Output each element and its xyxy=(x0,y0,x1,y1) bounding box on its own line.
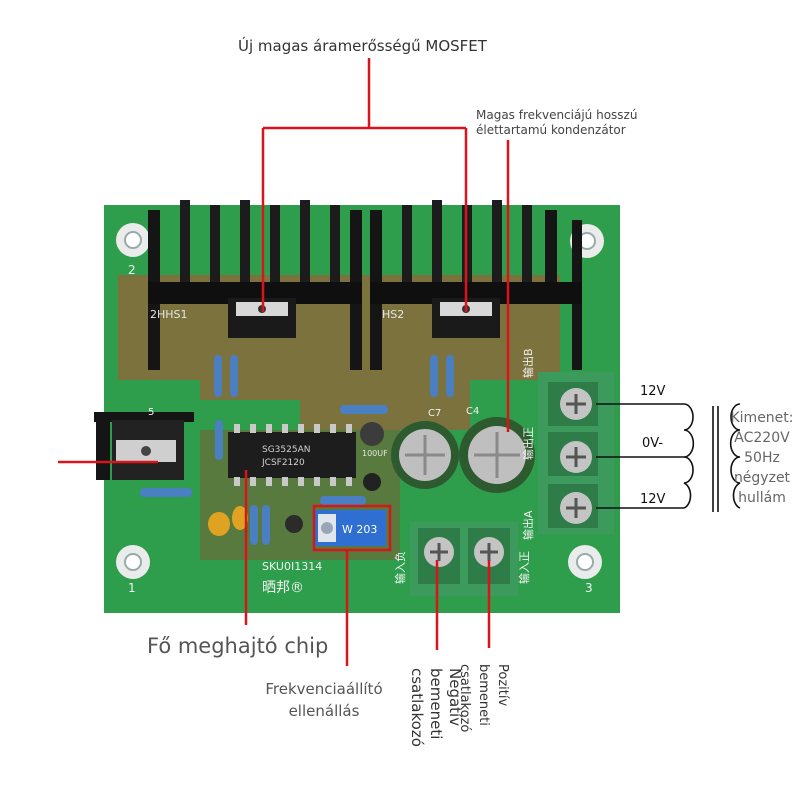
mosfet-right xyxy=(432,298,500,338)
mounting-hole-3 xyxy=(568,545,602,579)
terminal-bottom-voltage: 12V xyxy=(640,492,666,507)
driver-chip-label: Fő meghajtó chip xyxy=(147,634,329,658)
mounting-hole-1 xyxy=(116,545,150,579)
hole-1-label: 1 xyxy=(128,581,136,595)
terminal-top-voltage: 12V xyxy=(640,384,666,399)
heatsink-1 xyxy=(148,200,362,370)
output-spec-label: Kimenet: AC220V 50Hz négyzet hullám xyxy=(730,410,794,506)
board-id: SKU0I1314 xyxy=(262,560,322,573)
capacitor-c4 xyxy=(459,417,535,493)
resistors xyxy=(140,355,454,545)
terminal-middle-voltage: 0V- xyxy=(642,436,664,451)
brand-mark: 晒邦® xyxy=(262,580,304,596)
trimmer-label: W 203 xyxy=(342,523,377,536)
output-wiring xyxy=(596,403,741,512)
hs1-label: 2HHS1 xyxy=(150,308,188,321)
pointer-lines xyxy=(58,58,510,666)
input-terminal-block xyxy=(410,522,518,596)
input-pos-label: 输入正 xyxy=(517,551,531,584)
ceramic-capacitors xyxy=(208,506,303,536)
copper-pour-left xyxy=(118,275,380,430)
hole-2-label: 2 xyxy=(128,263,136,277)
chip-marking-1: SG3525AN xyxy=(262,445,310,455)
regulator-heatsink xyxy=(94,412,194,480)
capacitor-label: Magas frekvenciájú hosszú élettartamú ko… xyxy=(476,108,638,137)
freq-resistor-label: Frekvenciaállító ellenállás xyxy=(265,680,383,720)
positive-input-label: Pozitív bemeneti csatlakozó xyxy=(457,664,510,733)
c7-label: C7 xyxy=(428,408,441,419)
small-capacitor xyxy=(360,422,384,491)
output-b-label: 输出B xyxy=(521,348,535,378)
mounting-hole-2 xyxy=(116,223,150,257)
output-terminal-block xyxy=(538,372,614,534)
negative-input-label: Negatív bemeneti csatlakozó xyxy=(408,668,464,747)
copper-pour-right xyxy=(380,275,560,430)
main-chip xyxy=(228,424,356,486)
cap-value-label: 100UF xyxy=(362,449,388,458)
mosfet-label: Új magas áramerősségű MOSFET xyxy=(238,37,487,55)
hole-3-label: 3 xyxy=(585,581,593,595)
hs2-label: HS2 xyxy=(382,308,404,321)
capacitor-c7 xyxy=(391,421,459,489)
pin-5-label: 5 xyxy=(148,407,154,418)
c4-label: C4 xyxy=(466,406,479,417)
trimmer-potentiometer xyxy=(314,510,386,546)
chip-marking-2: JCSF2120 xyxy=(261,458,305,468)
output-a-label: 输出A xyxy=(521,510,535,540)
input-neg-label: 输入负 xyxy=(393,551,407,584)
output-pos-label: 输出正 xyxy=(521,427,535,460)
